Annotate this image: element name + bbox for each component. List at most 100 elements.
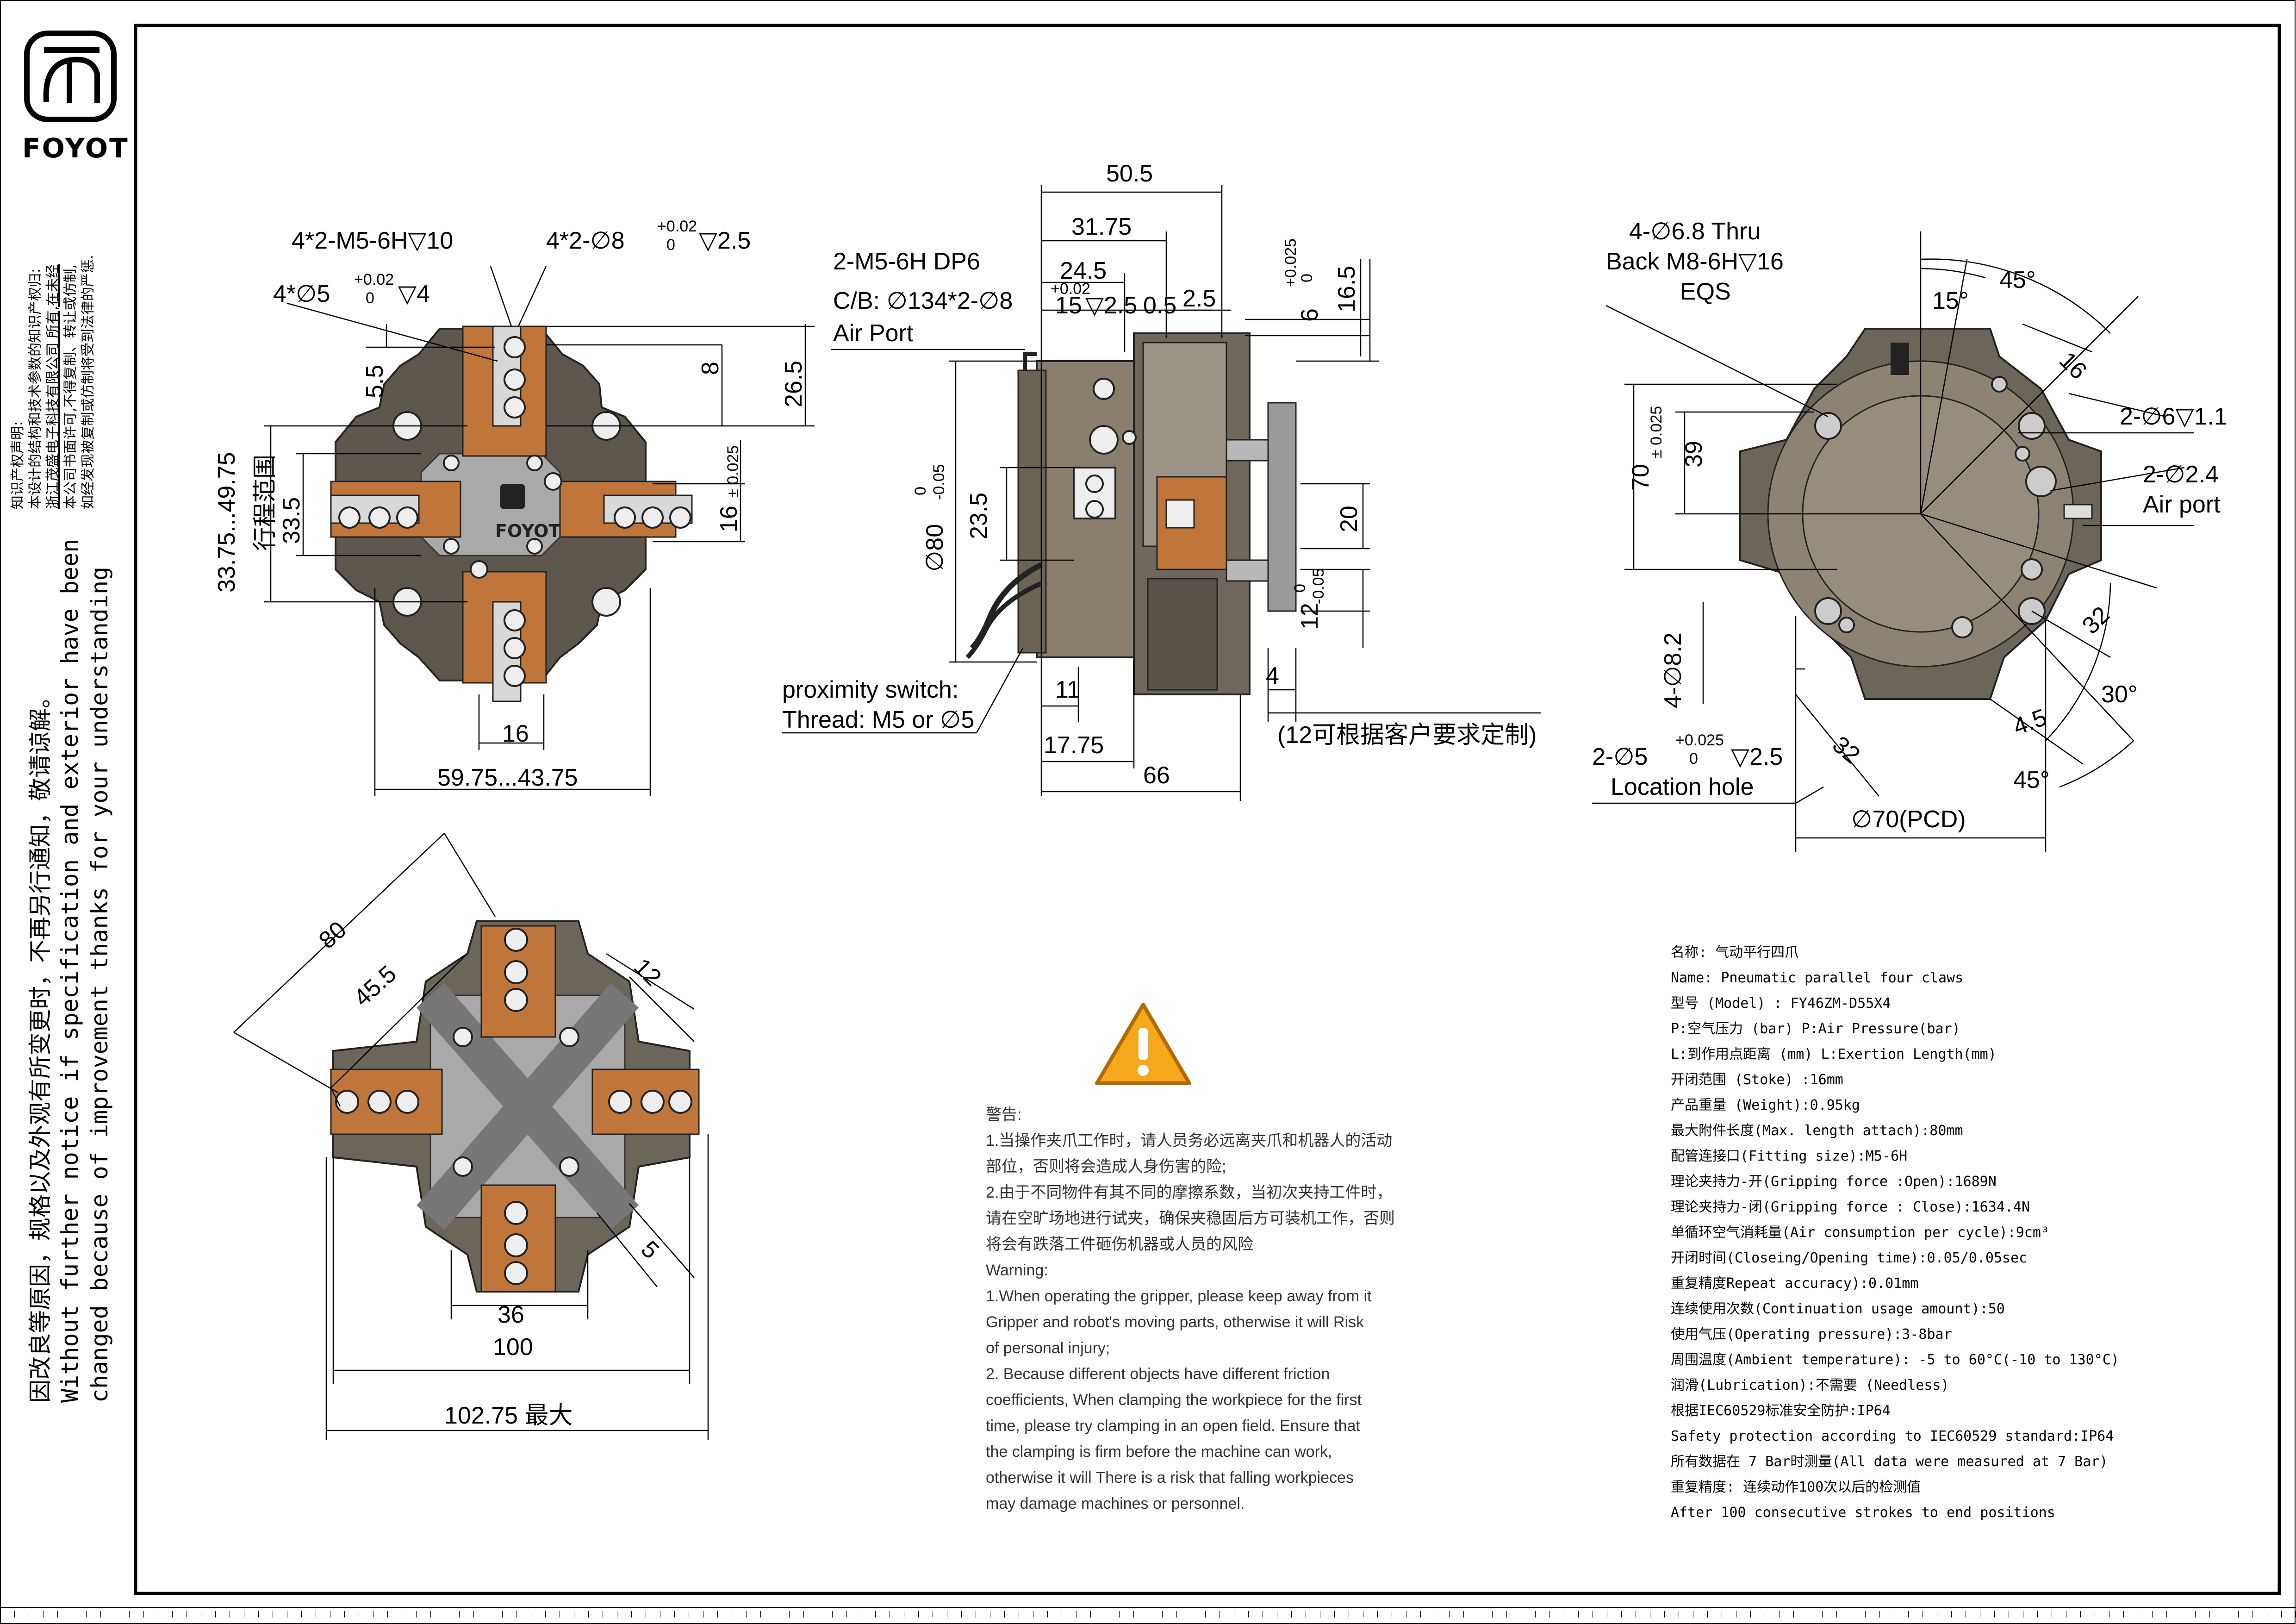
bottom-ruler [0,1607,2296,1624]
back-thread: Back M8-6H▽16 [1606,248,1784,275]
warning-block: 警告: 1.当操作夹爪工作时，请人员务必远离夹爪和机器人的活动 部位，否则将会造… [986,1106,1395,1512]
top-hole5-label: 4*∅5 [273,281,330,307]
angle-45-bottom: 45° [2013,767,2050,793]
spec-line: 开闭范围 (Stoke) :16mm [1671,1072,1843,1088]
location-hole-tol: +0.025 [1675,731,1724,749]
warning-triangle-icon [1095,1003,1191,1085]
dim-23-5: 23.5 [965,492,992,539]
dim-31-75: 31.75 [1071,213,1132,240]
spec-line: 产品重量 (Weight):0.95kg [1671,1097,1860,1113]
spec-line: 根据IEC60529标准安全防护:IP64 [1671,1403,1891,1419]
spec-line: 重复精度: 连续动作100次以后的检测值 [1671,1479,1921,1495]
angle-15: 15° [1932,287,1969,314]
dim-24-5: 24.5 [1060,257,1107,284]
side-port-thread: 2-M5-6H DP6 [833,248,980,275]
back-air-size: 2-∅2.4 [2143,461,2219,488]
back-pin-6: 2-∅6▽1.1 [2120,403,2228,430]
side-cb: C/B: ∅134*2-∅8 [833,287,1013,314]
dim-20: 20 [1336,506,1363,532]
top-pin-tol: +0.02 [657,218,697,235]
proximity-switch-label: proximity switch: [782,676,959,703]
iso-dim-max: 102.75 最大 [444,1402,573,1429]
top-hole5-tol-low: 0 [366,289,374,307]
top-pin-label: 4*2-∅8 [546,227,625,254]
top-plate-logo: FOYOT [495,521,561,541]
back-dim-39: 39 [1680,441,1707,468]
side-air-port: Air Port [833,320,914,347]
spec-line: P:空气压力 (bar) P:Air Pressure(bar) [1671,1021,1960,1037]
dim-8: 8 [697,362,724,375]
dim-2-5: 2.5 [1182,285,1216,312]
back-air-port: Air port [2143,491,2221,518]
dim-16-tol: 16 [716,506,742,532]
spec-line: Safety protection according to IEC60529 … [1671,1428,2114,1444]
dim-26-5: 26.5 [780,360,807,407]
back-view-gripper [1592,231,2194,852]
top-pin-tol-low: 0 [666,236,675,254]
angle-45-top: 45° [1999,267,2036,294]
dim-4: 4 [1266,662,1279,689]
back-eqs: EQS [1680,278,1731,305]
custom-note: (12可根据客户要求定制) [1277,722,1537,749]
dim-11: 11 [1055,676,1080,703]
spec-line: 型号 (Model) : FY46ZM-D55X4 [1671,995,1891,1012]
side-view-gripper [782,185,1541,801]
dim-0-5: 0.5 [1143,292,1177,319]
inner-frame [134,24,2281,1595]
pcd-label: ∅70(PCD) [1851,806,1966,833]
dim-66: 66 [1143,762,1170,789]
spec-line: 配管连接口(Fitting size):M5-6H [1671,1148,1908,1164]
iso-dim-100: 100 [493,1334,533,1361]
dim-16-5: 16.5 [1333,265,1360,312]
top-pin-depth: ▽2.5 [699,227,751,254]
spec-line: After 100 consecutive strokes to end pos… [1671,1505,2055,1521]
spec-line: 重复精度Repeat accuracy):0.01mm [1671,1275,1919,1292]
spec-line: 单循环空气消耗量(Air consumption per cycle):9cm³ [1671,1224,2049,1241]
spec-line: 理论夹持力-开(Gripping force :Open):1689N [1671,1174,1997,1190]
dim-80: ∅80 [921,524,948,572]
iso-view-gripper [233,833,709,1440]
dim-80-tol-low: -0.05 [930,464,948,500]
foyot-logo-mark [24,31,117,122]
spec-line: 开闭时间(Closeing/Opening time):0.05/0.05sec [1671,1250,2028,1266]
top-hole5-tol: +0.02 [354,271,394,288]
location-hole-tol-low: 0 [1689,750,1698,768]
dim-33-5: 33.5 [278,497,305,544]
top-hole5-depth: ▽4 [398,281,430,307]
dim-12-tol-low: -0.05 [1310,568,1327,605]
spec-line: 使用气压(Operating pressure):3-8bar [1671,1326,1952,1343]
ip-statement: 知识产权声明: 本设计的结构和技术参数的知识产权归: 浙江茂盛电子科技有限公司 … [10,255,96,509]
dim-15-tol: +0.02 [1051,280,1091,298]
spec-line: 连续使用次数(Continuation usage amount):50 [1671,1301,2005,1317]
dim-12: 12 [1296,603,1323,630]
dim-2-5-depth: ▽2.5 [1085,292,1138,319]
dim-6-tol-low: 0 [1298,274,1316,282]
location-hole-size: 2-∅5 [1592,743,1648,770]
dim-50-5: 50.5 [1106,160,1153,187]
dim-17-75: 17.75 [1044,732,1104,759]
back-dim-8-2: 4-∅8.2 [1660,632,1686,708]
dim-5-5: 5.5 [361,364,388,398]
spec-line: 名称: 气动平行四爪 [1671,944,1799,961]
angle-30: 30° [2101,681,2138,708]
dim-6-tol: +0.025 [1282,238,1300,287]
back-dim-70-tol: ± 0.025 [1648,406,1665,458]
dim-16-tol-val: ± 0.025 [724,445,742,498]
spec-list: 名称: 气动平行四爪 Name: Pneumatic parallel four… [1671,940,2119,1525]
spec-line: 周围温度(Ambient temperature): -5 to 60°C(-1… [1671,1352,2119,1368]
location-hole-depth: ▽2.5 [1731,743,1783,770]
back-dim-70: 70 [1627,464,1654,491]
iso-dim-36: 36 [498,1301,524,1328]
spec-line: L:到作用点距离 (mm) L:Exertion Length(mm) [1671,1046,1997,1062]
dim-80-tol-up: 0 [912,487,929,495]
logo-text: FOYOT [22,132,129,164]
spec-line: 润滑(Lubrication):不需要 (Needless) [1671,1377,1949,1393]
dim-12-tol-up: 0 [1291,584,1309,593]
dim-6: 6 [1296,308,1323,322]
dim-16: 16 [502,720,529,747]
dim-stroke-range: 33.75...49.75 [213,452,240,593]
spec-line: 所有数据在 7 Bar时测量(All data were measured at… [1671,1454,2108,1470]
change-notice: 因改良等原因，规格以及外观有所变更时，不再另行通知，敬请谅解。 Without … [27,538,113,1403]
